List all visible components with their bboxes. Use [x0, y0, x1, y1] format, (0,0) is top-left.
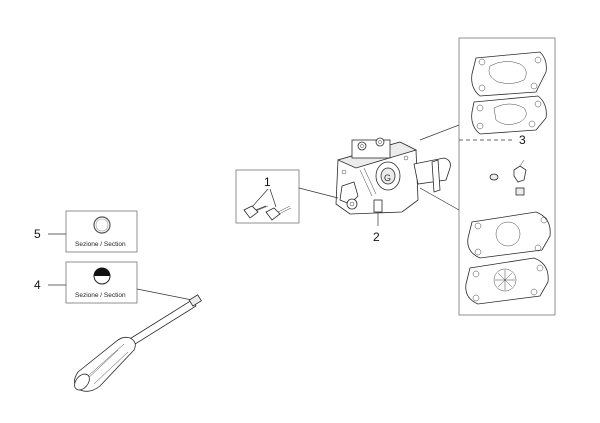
section-half-round-icon: [93, 267, 111, 285]
section-4-link: [136, 288, 193, 301]
diaphragm-plate-upper-icon: [471, 51, 547, 97]
gasket-kit-panel: [458, 37, 556, 316]
adjustment-screw-icon: [265, 205, 292, 221]
callout-5: 5: [34, 227, 41, 241]
pump-diaphragm-icon: [465, 257, 549, 305]
callout-2: 2: [373, 230, 380, 244]
callout-1: 1: [264, 175, 271, 189]
screwdriver-icon: [74, 294, 202, 392]
callout-3-leader: [419, 124, 460, 141]
adjustment-screw-icon: [243, 205, 269, 219]
callout-1-leader-a: [251, 188, 269, 208]
section-4-caption: Sezione / Section: [75, 292, 126, 299]
needle-valve-parts-icon: [489, 159, 527, 196]
section-ring-icon: [93, 216, 111, 234]
callout-3-leader-lower: [419, 187, 460, 211]
section-4-panel: Sezione / Section: [65, 261, 193, 304]
adjustment-screws-panel: 1: [235, 169, 339, 224]
section-5-caption: Sezione / Section: [75, 241, 126, 248]
callout-3: 3: [519, 133, 526, 147]
svg-text:G: G: [384, 173, 391, 183]
carburetor-gasket-icon: [467, 211, 551, 259]
callout-1-link: [298, 187, 339, 199]
callout-1-leader-b: [269, 188, 277, 208]
callout-4: 4: [34, 278, 41, 292]
carburetor-icon: G: [335, 137, 451, 215]
section-5-panel: Sezione / Section: [65, 210, 138, 253]
diaphragm-plate-lower-icon: [471, 95, 547, 135]
